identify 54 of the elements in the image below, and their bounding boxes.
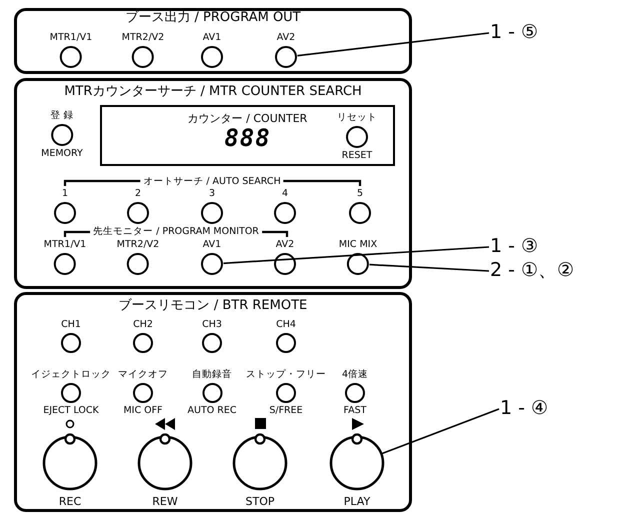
button-label: 登 録 bbox=[50, 110, 74, 122]
button-label: 2 bbox=[134, 188, 142, 200]
button-label: AV1 bbox=[202, 239, 222, 251]
button-label: 3 bbox=[208, 188, 216, 200]
button-label: イジェクトロック bbox=[31, 369, 111, 381]
button-label: REC bbox=[58, 496, 82, 508]
button-label: MIC MIX bbox=[338, 239, 378, 251]
leader-line bbox=[223, 246, 490, 264]
button-label: ストップ・フリー bbox=[246, 369, 326, 381]
button-label: EJECT LOCK bbox=[43, 405, 99, 417]
leader-line bbox=[382, 408, 500, 454]
leader-line bbox=[297, 32, 490, 56]
button-label: AV1 bbox=[202, 32, 222, 44]
button-label: PLAY bbox=[344, 496, 370, 508]
button-label: 自動録音 bbox=[192, 369, 232, 381]
button-label: MEMORY bbox=[41, 148, 83, 160]
button-label: 4倍速 bbox=[342, 369, 368, 381]
callout-label: 1 - ③ bbox=[490, 235, 538, 257]
button-label: CH4 bbox=[276, 319, 296, 331]
button-label: 4 bbox=[282, 188, 288, 200]
panel bbox=[14, 8, 412, 74]
button-label: STOP bbox=[246, 496, 274, 508]
bracket-label: オートサーチ / AUTO SEARCH bbox=[140, 175, 284, 188]
button-label: RESET bbox=[342, 150, 372, 162]
display-title: カウンター / COUNTER bbox=[188, 111, 308, 127]
button-label: CH3 bbox=[202, 319, 222, 331]
button-label: REW bbox=[152, 496, 178, 508]
button-label: MTR1/V1 bbox=[44, 239, 86, 251]
button-label: 5 bbox=[356, 188, 364, 200]
panel bbox=[14, 292, 412, 512]
panel-title: ブース出力 / PROGRAM OUT bbox=[125, 10, 301, 26]
panel-title: ブースリモコン / BTR REMOTE bbox=[118, 298, 308, 314]
button-label: FAST bbox=[344, 405, 366, 417]
digit-readout: 888 bbox=[224, 125, 271, 151]
button-label: MTR1/V1 bbox=[50, 32, 92, 44]
button-label: AUTO REC bbox=[188, 405, 236, 417]
panel-title: MTRカウンターサーチ / MTR COUNTER SEARCH bbox=[64, 84, 362, 100]
button-label: AV2 bbox=[276, 32, 296, 44]
button-label: CH1 bbox=[61, 319, 81, 331]
button-label: マイクオフ bbox=[118, 369, 168, 381]
button-label: リセット bbox=[337, 112, 377, 124]
callout-label: 1 - ⑤ bbox=[490, 21, 538, 43]
button-label: MTR2/V2 bbox=[116, 239, 160, 251]
button-label: S/FREE bbox=[269, 405, 303, 417]
button-label: 1 bbox=[62, 188, 68, 200]
button-label: MTR2/V2 bbox=[122, 32, 164, 44]
button-label: CH2 bbox=[133, 319, 153, 331]
callout-label: 1 - ④ bbox=[500, 397, 548, 419]
leader-line bbox=[369, 264, 490, 272]
bracket-label: 先生モニター / PROGRAM MONITOR bbox=[90, 225, 262, 238]
button-label: MIC OFF bbox=[123, 405, 163, 417]
callout-label: 2 - ①、② bbox=[490, 259, 574, 281]
counter-display bbox=[100, 105, 395, 166]
button-label: AV2 bbox=[276, 239, 294, 251]
